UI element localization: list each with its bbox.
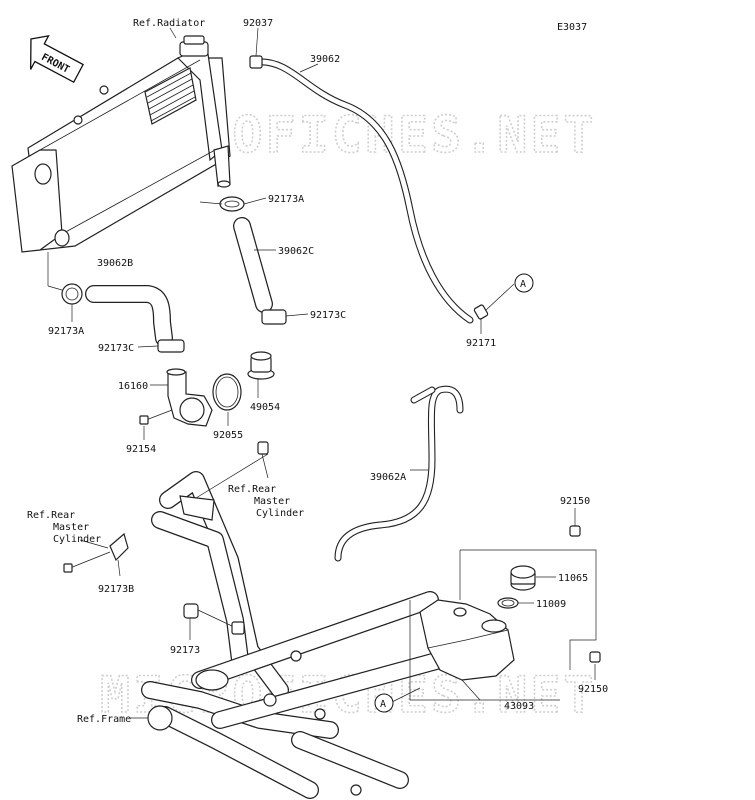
thermostat-49054 bbox=[247, 351, 275, 380]
label-16160: 16160 bbox=[118, 381, 148, 392]
label-ref-rear-master-right-2: Master bbox=[254, 496, 290, 507]
callout-a-top: A bbox=[514, 273, 534, 293]
clip-92173 bbox=[183, 603, 245, 635]
leader-lines bbox=[47, 27, 596, 719]
label-11065: 11065 bbox=[558, 573, 588, 584]
label-ref-radiator: Ref.Radiator bbox=[133, 18, 205, 29]
hose-39062b bbox=[85, 285, 173, 347]
label-ref-rear-master-left-1: Ref.Rear bbox=[27, 510, 75, 521]
bolt-92150-bottom bbox=[589, 651, 601, 663]
label-92150-bottom: 92150 bbox=[578, 684, 608, 695]
frame bbox=[141, 471, 449, 799]
diagram-code: E3037 bbox=[557, 22, 587, 33]
label-ref-frame: Ref.Frame bbox=[77, 714, 131, 725]
bracket-92173b bbox=[63, 532, 129, 573]
front-arrow-icon: FRONT bbox=[30, 35, 84, 84]
label-ref-rear-master-left-3: Cylinder bbox=[53, 534, 101, 545]
radiator bbox=[11, 35, 231, 253]
label-49054: 49054 bbox=[250, 402, 280, 413]
label-92150-top: 92150 bbox=[560, 496, 590, 507]
label-39062b: 39062B bbox=[97, 258, 133, 269]
housing-16160 bbox=[166, 368, 213, 427]
label-39062c: 39062C bbox=[278, 246, 314, 257]
clamp-92173c-left bbox=[157, 339, 185, 353]
label-ref-rear-master-left-2: Master bbox=[53, 522, 89, 533]
clamp-92037 bbox=[249, 55, 263, 69]
oring-92055 bbox=[212, 373, 242, 411]
label-92173c-left: 92173C bbox=[98, 343, 134, 354]
label-92173a-top: 92173A bbox=[268, 194, 304, 205]
label-92173b: 92173B bbox=[98, 584, 134, 595]
clamp-92173a-top bbox=[219, 196, 245, 212]
label-ref-rear-master-right-3: Cylinder bbox=[256, 508, 304, 519]
label-92037: 92037 bbox=[243, 18, 273, 29]
reserve-tank-43093 bbox=[419, 599, 515, 681]
clip-rear-master bbox=[257, 441, 269, 455]
hose-39062c bbox=[233, 217, 273, 313]
svg-text:A: A bbox=[380, 699, 386, 710]
cap-11065 bbox=[510, 565, 536, 591]
label-11009: 11009 bbox=[536, 599, 566, 610]
label-92154: 92154 bbox=[126, 444, 156, 455]
clip-92171 bbox=[473, 304, 489, 320]
label-39062: 39062 bbox=[310, 54, 340, 65]
label-92173: 92173 bbox=[170, 645, 200, 656]
label-92171: 92171 bbox=[466, 338, 496, 349]
hose-39062a bbox=[334, 385, 464, 562]
label-92055: 92055 bbox=[213, 430, 243, 441]
bolt-92154 bbox=[139, 409, 173, 425]
clamp-92173a-left bbox=[61, 283, 83, 305]
label-92173a-left: 92173A bbox=[48, 326, 84, 337]
label-43093: 43093 bbox=[504, 701, 534, 712]
group-bracket-lines bbox=[409, 549, 597, 701]
label-92173c-right: 92173C bbox=[310, 310, 346, 321]
bolt-92150-top bbox=[569, 525, 581, 537]
clamp-92173c-right bbox=[261, 309, 287, 325]
hose-39062 bbox=[254, 58, 474, 324]
label-ref-rear-master-right-1: Ref.Rear bbox=[228, 484, 276, 495]
label-39062a: 39062A bbox=[370, 472, 406, 483]
gasket-11009 bbox=[497, 597, 519, 609]
svg-text:A: A bbox=[520, 279, 526, 290]
callout-a-bottom: A bbox=[374, 693, 394, 713]
